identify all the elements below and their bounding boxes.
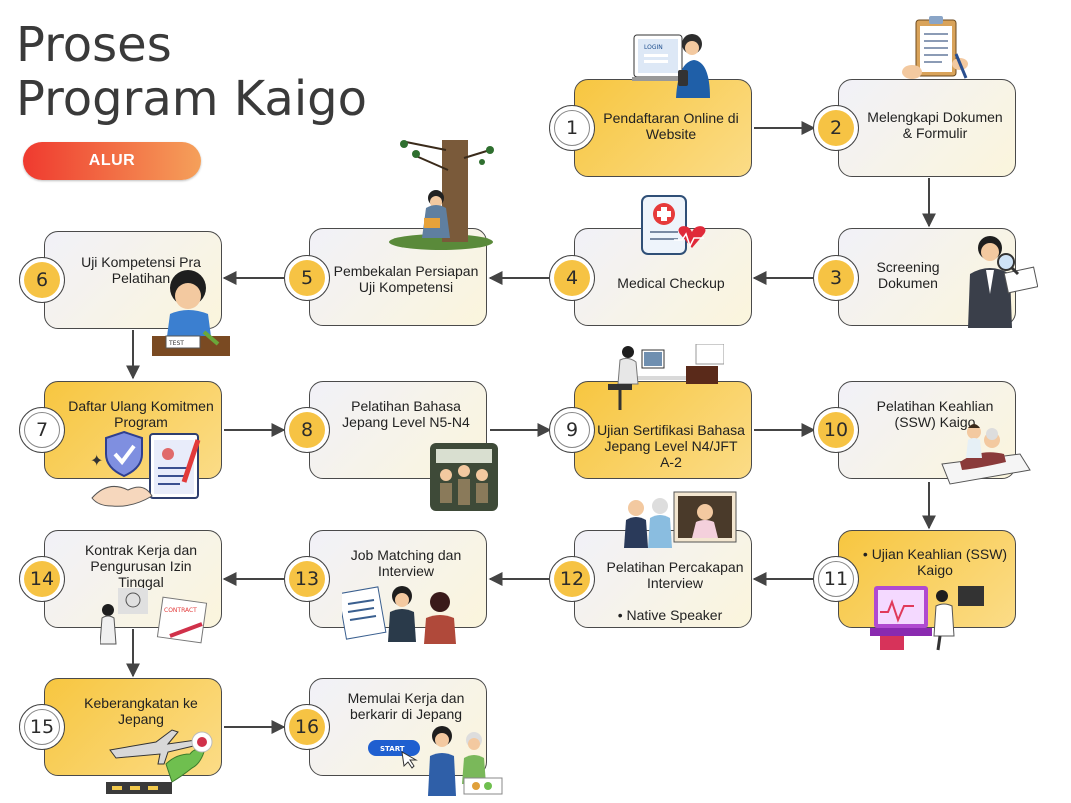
page-title: Proses Program Kaigo (16, 18, 367, 126)
step-number-12: 12 (549, 556, 595, 602)
step-label-10: Pelatihan Keahlian (SSW) Kaigo (876, 398, 994, 430)
interview-illustration (342, 586, 456, 644)
step-label-6: Uji Kompetensi Pra Pelatihan (81, 254, 201, 286)
step-number-13: 13 (284, 556, 330, 602)
step-label-1: Pendaftaran Online di Website (603, 110, 739, 142)
step-label-11: • Ujian Keahlian (SSW) Kaigo (862, 546, 1008, 578)
step-label-8: Pelatihan Bahasa Jepang Level N5-N4 (342, 398, 470, 430)
step-label-5: Pembekalan Persiapan Uji Kompetensi (333, 263, 479, 295)
step-number-9: 9 (549, 407, 595, 453)
title-line-1: Proses (16, 17, 172, 73)
step-number-7: 7 (19, 407, 65, 453)
exam-laptop-illustration (870, 586, 984, 651)
inspector-illustration (968, 236, 1038, 328)
tree-reader-illustration (389, 140, 494, 250)
step-number-1: 1 (549, 105, 595, 151)
step-number-4: 4 (549, 255, 595, 301)
step-label-12: Pelatihan Percakapan Interview (606, 559, 744, 591)
caregiver-illustration (941, 424, 1031, 485)
clipboard-illustration (902, 16, 968, 79)
start-button-text: START (380, 745, 405, 753)
medical-checkup-illustration (641, 195, 706, 255)
start-work-illustration: START (368, 726, 503, 796)
native-speaker-illustration (624, 491, 737, 548)
laptop-user-illustration: LOGIN (632, 34, 710, 98)
alur-badge: ALUR (23, 142, 201, 180)
commitment-illustration: ✦ (90, 430, 201, 507)
step-number-10: 10 (813, 407, 859, 453)
step-number-5: 5 (284, 255, 330, 301)
contract-illustration: CONTRACT (100, 588, 208, 645)
step-number-6: 6 (19, 257, 65, 303)
step-label-12-sub: • Native Speaker (617, 607, 723, 623)
svg-text:✦: ✦ (90, 453, 103, 470)
step-label-14: Kontrak Kerja dan Pengurusan Izin Tingga… (84, 542, 198, 590)
step-box-2: Melengkapi Dokumen & Formulir (838, 79, 1016, 177)
computer-desk-illustration (608, 344, 724, 410)
test-paper-text: TEST (168, 340, 184, 347)
step-label-16: Memulai Kerja dan berkarir di Jepang (347, 690, 465, 722)
test-taker-illustration: TEST (152, 270, 230, 356)
step-number-3: 3 (813, 255, 859, 301)
step-label-3: Screening Dokumen (876, 259, 940, 291)
step-label-4: Medical Checkup (617, 275, 725, 291)
step-label-7: Daftar Ulang Komitmen Program (68, 398, 214, 430)
step-label-13: Job Matching dan Interview (350, 547, 462, 579)
title-line-2: Program Kaigo (16, 71, 367, 127)
step-label-15: Keberangkatan ke Jepang (84, 695, 198, 727)
step-label-9: Ujian Sertifikasi Bahasa Jepang Level N4… (597, 422, 745, 470)
login-text: LOGIN (644, 44, 663, 51)
step-box-16: Memulai Kerja dan berkarir di Jepang (309, 678, 487, 776)
step-number-16: 16 (284, 704, 330, 750)
step-box-9: Ujian Sertifikasi Bahasa Jepang Level N4… (574, 381, 752, 479)
step-number-11: 11 (813, 556, 859, 602)
step-number-8: 8 (284, 407, 330, 453)
step-number-2: 2 (813, 105, 859, 151)
step-label-2: Melengkapi Dokumen & Formulir (867, 109, 1003, 141)
departure-illustration (106, 729, 213, 794)
step-number-15: 15 (19, 704, 65, 750)
step-number-14: 14 (19, 556, 65, 602)
classroom-illustration (430, 443, 498, 511)
contract-text: CONTRACT (164, 607, 197, 614)
